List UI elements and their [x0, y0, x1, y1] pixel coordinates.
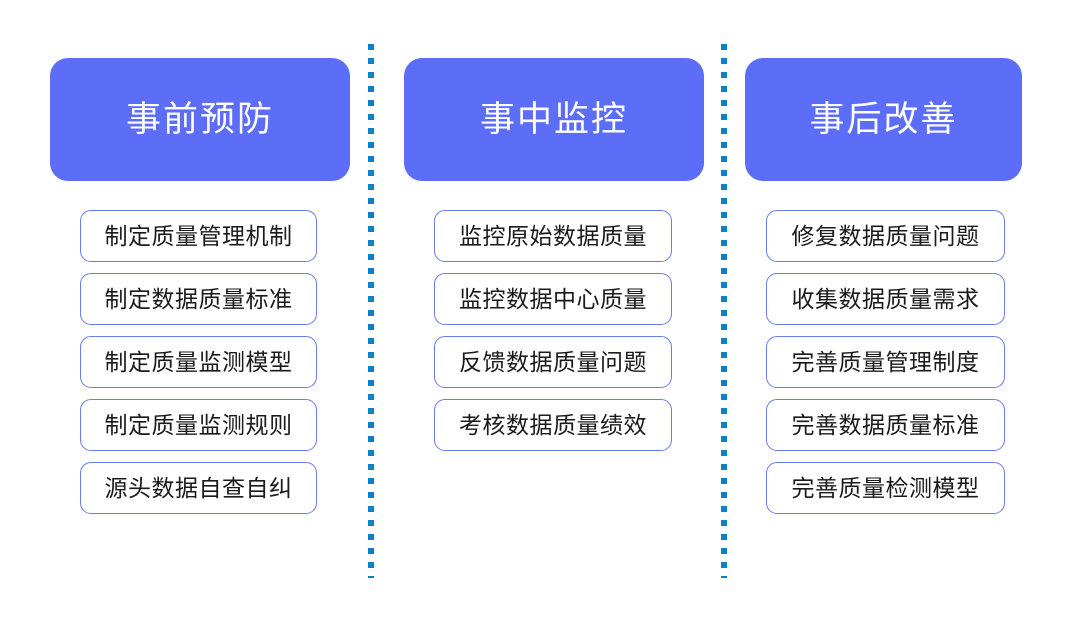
list-item[interactable]: 制定质量管理机制	[80, 210, 317, 262]
phase-header-3[interactable]: 事后改善	[745, 58, 1022, 181]
list-item-label: 监控数据中心质量	[459, 285, 647, 312]
phase-item-list-2: 监控原始数据质量 监控数据中心质量 反馈数据质量问题 考核数据质量绩效	[404, 210, 704, 462]
list-item-label: 收集数据质量需求	[791, 285, 980, 312]
list-item[interactable]: 完善质量检测模型	[766, 462, 1005, 514]
list-item[interactable]: 修复数据质量问题	[766, 210, 1005, 262]
list-item-label: 完善质量检测模型	[791, 474, 980, 501]
list-item[interactable]: 监控数据中心质量	[434, 273, 672, 325]
list-item-label: 制定数据质量标准	[104, 285, 293, 312]
list-item-label: 完善数据质量标准	[791, 411, 980, 438]
list-item-label: 制定质量管理机制	[104, 222, 293, 249]
list-item[interactable]: 制定质量监测模型	[80, 336, 317, 388]
phase-column-3: 事后改善 修复数据质量问题 收集数据质量需求 完善质量管理制度 完善数据质量标准…	[745, 0, 1022, 626]
list-item-label: 制定质量监测规则	[104, 411, 293, 438]
list-item[interactable]: 制定数据质量标准	[80, 273, 317, 325]
list-item-label: 完善质量管理制度	[791, 348, 980, 375]
phase-column-2: 事中监控 监控原始数据质量 监控数据中心质量 反馈数据质量问题 考核数据质量绩效	[404, 0, 704, 626]
phase-header-2[interactable]: 事中监控	[404, 58, 704, 181]
list-item[interactable]: 监控原始数据质量	[434, 210, 672, 262]
list-item[interactable]: 制定质量监测规则	[80, 399, 317, 451]
list-item-label: 源头数据自查自纠	[104, 474, 293, 501]
phase-header-label-3: 事后改善	[809, 100, 958, 139]
phase-header-1[interactable]: 事前预防	[50, 58, 350, 181]
list-item[interactable]: 源头数据自查自纠	[80, 462, 317, 514]
phase-header-label-2: 事中监控	[479, 100, 628, 139]
list-item-label: 监控原始数据质量	[459, 222, 647, 249]
list-item-label: 修复数据质量问题	[791, 222, 980, 249]
dotted-divider-icon	[721, 44, 727, 578]
list-item-label: 考核数据质量绩效	[459, 411, 647, 438]
list-item[interactable]: 考核数据质量绩效	[434, 399, 672, 451]
list-item[interactable]: 收集数据质量需求	[766, 273, 1005, 325]
list-item[interactable]: 完善数据质量标准	[766, 399, 1005, 451]
list-item[interactable]: 反馈数据质量问题	[434, 336, 672, 388]
list-item-label: 反馈数据质量问题	[459, 348, 647, 375]
phase-column-1: 事前预防 制定质量管理机制 制定数据质量标准 制定质量监测模型 制定质量监测规则…	[50, 0, 350, 626]
list-item-label: 制定质量监测模型	[104, 348, 293, 375]
list-item[interactable]: 完善质量管理制度	[766, 336, 1005, 388]
phase-item-list-1: 制定质量管理机制 制定数据质量标准 制定质量监测模型 制定质量监测规则 源头数据…	[50, 210, 350, 525]
phase-item-list-3: 修复数据质量问题 收集数据质量需求 完善质量管理制度 完善数据质量标准 完善质量…	[745, 210, 1022, 525]
dotted-divider-icon	[368, 44, 374, 578]
phase-header-label-1: 事前预防	[125, 100, 274, 139]
